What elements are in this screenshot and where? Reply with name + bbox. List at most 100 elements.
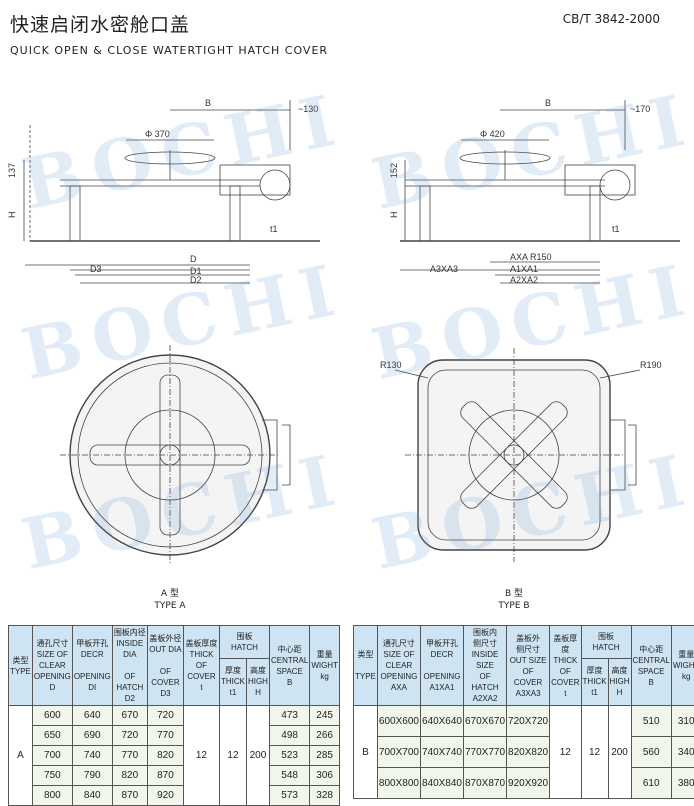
- cover-thickness-cell: 12: [550, 706, 581, 799]
- table-cell: 840: [72, 786, 112, 806]
- type-b-cn: B 型: [454, 588, 574, 600]
- subheader-cell: 高度 HIGH H: [246, 658, 269, 705]
- dim-phi-420: Φ 420: [480, 129, 505, 139]
- type-a-en: TYPE A: [110, 600, 230, 612]
- hatch-height-cell: 200: [608, 706, 631, 799]
- dim-d2: D2: [190, 275, 202, 285]
- table-cell: 870: [147, 766, 183, 786]
- hatch-thickness-cell: 12: [581, 706, 608, 799]
- header-cell: 盖板外径 OUT DIA OF COVER D3: [147, 626, 183, 706]
- cover-thickness-cell: 12: [183, 706, 219, 806]
- table-cell: 820: [112, 766, 147, 786]
- table-cell: 266: [310, 726, 340, 746]
- table-cell: 573: [269, 786, 309, 806]
- dim-h: H: [389, 212, 399, 219]
- dim-axa-r150: AXA R150: [510, 252, 552, 262]
- table-cell: 770: [112, 746, 147, 766]
- table-cell: 640X640: [420, 706, 463, 737]
- technical-drawings: B ~130 Φ 370 137 H D3 D D1 D2 t1 B ~170 …: [0, 0, 694, 620]
- table-cell: 245: [310, 706, 340, 726]
- header-cell: 重量 WIGHT kg: [671, 626, 694, 706]
- table-cell: 340: [671, 737, 694, 768]
- table-cell: 306: [310, 766, 340, 786]
- table-cell: 285: [310, 746, 340, 766]
- header-cell: 围板 HATCH: [581, 626, 631, 659]
- table-cell: 770X770: [464, 737, 507, 768]
- table-cell: 523: [269, 746, 309, 766]
- dim-t1: t1: [270, 224, 278, 234]
- plan-view-type-a: [60, 345, 290, 565]
- table-cell: 870: [112, 786, 147, 806]
- subheader-cell: 高度 HIGH H: [608, 658, 631, 705]
- header-cell: 盖板厚度 THICK OF COVER t: [550, 626, 581, 706]
- dim-r190: R190: [640, 360, 662, 370]
- table-cell: 510: [631, 706, 671, 737]
- header-cell: 甲板开孔 DECR OPENING DI: [72, 626, 112, 706]
- table-cell: 690: [72, 726, 112, 746]
- header-cell: 类型 TYPE: [9, 626, 33, 706]
- header-cell: 中心距 CENTRAL SPACE B: [269, 626, 309, 706]
- table-cell: 560: [631, 737, 671, 768]
- hatch-thickness-cell: 12: [219, 706, 246, 806]
- dim-170: ~170: [630, 104, 650, 114]
- dim-b: B: [545, 98, 551, 108]
- header-cell: 通孔尺寸 SIZE OF CLEAR OPENING AXA: [377, 626, 420, 706]
- table-cell: 548: [269, 766, 309, 786]
- dim-d: D: [190, 254, 197, 264]
- table-cell: 840X840: [420, 768, 463, 799]
- table-cell: 740X740: [420, 737, 463, 768]
- table-cell: 498: [269, 726, 309, 746]
- header-cell: 盖板外 侧尺寸 OUT SIZE OF COVER A3XA3: [507, 626, 550, 706]
- table-cell: 473: [269, 706, 309, 726]
- dim-b: B: [205, 98, 211, 108]
- table-cell: 700X700: [377, 737, 420, 768]
- dim-r130: R130: [380, 360, 402, 370]
- header-cell: 甲板开孔 DECR OPENING A1XA1: [420, 626, 463, 706]
- table-cell: 670: [112, 706, 147, 726]
- subheader-cell: 厚度 THICK t1: [581, 658, 608, 705]
- table-cell: 310: [671, 706, 694, 737]
- header-cell: 通孔尺寸 SIZE OF CLEAR OPENING D: [32, 626, 72, 706]
- table-cell: 610: [631, 768, 671, 799]
- table-cell: 750: [32, 766, 72, 786]
- table-cell: 820: [147, 746, 183, 766]
- side-view-type-a: B ~130 Φ 370 137 H D3 D D1 D2 t1: [7, 98, 320, 285]
- dim-a2xa2: A2XA2: [510, 275, 538, 285]
- table-cell: 720X720: [507, 706, 550, 737]
- side-view-type-b: B ~170 Φ 420 152 H A3XA3 AXA R150 A1XA1 …: [389, 98, 680, 285]
- type-b-en: TYPE B: [454, 600, 574, 612]
- table-cell: 770: [147, 726, 183, 746]
- header-cell: 围板 HATCH: [219, 626, 269, 659]
- table-cell: 800: [32, 786, 72, 806]
- type-b-label: B 型 TYPE B: [454, 588, 574, 612]
- table-cell: 800X800: [377, 768, 420, 799]
- table-cell: 600: [32, 706, 72, 726]
- table-cell: 720: [147, 706, 183, 726]
- type-cell: B: [354, 706, 378, 799]
- dim-a3xa3: A3XA3: [430, 264, 458, 274]
- table-cell: 920: [147, 786, 183, 806]
- header-cell: 盖板厚度 THICK OF COVER t: [183, 626, 219, 706]
- header-cell: 中心距 CENTRAL SPACE B: [631, 626, 671, 706]
- header-cell: 围板内径 INSIDE DIA OF HATCH D2: [112, 626, 147, 706]
- dim-h: H: [7, 212, 17, 219]
- table-cell: 820X820: [507, 737, 550, 768]
- table-cell: 870X870: [464, 768, 507, 799]
- table-cell: 670X670: [464, 706, 507, 737]
- hatch-height-cell: 200: [246, 706, 269, 806]
- header-cell: 类型 TYPE: [354, 626, 378, 706]
- type-a-cn: A 型: [110, 588, 230, 600]
- dim-137: 137: [7, 163, 17, 178]
- table-cell: 720: [112, 726, 147, 746]
